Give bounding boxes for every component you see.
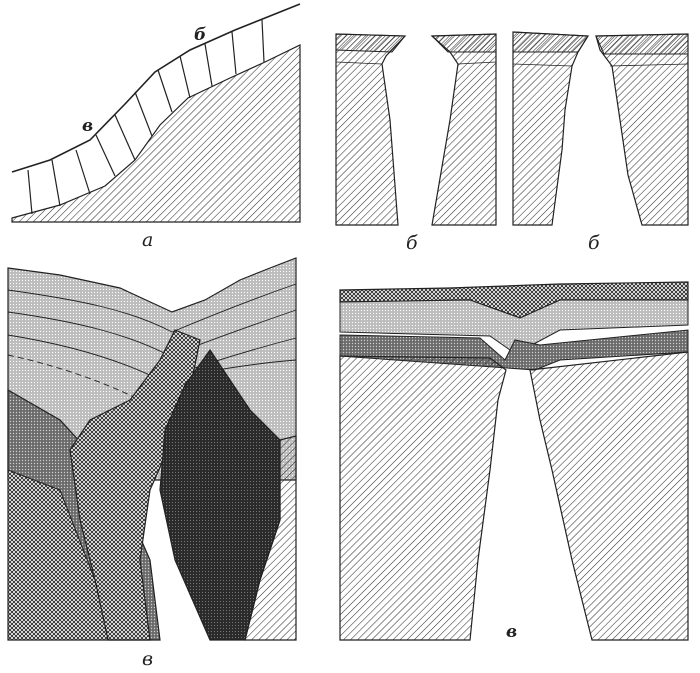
- panel-v1-right-rock: [244, 435, 297, 641]
- panel-v2-right-block: [529, 351, 689, 641]
- panel-b2-caption: б: [588, 232, 600, 254]
- panel-b1: б: [335, 33, 497, 254]
- panel-v2-left-block: [339, 355, 507, 641]
- panel-b1-caption: б: [406, 232, 418, 254]
- panel-a-label-v: в: [82, 116, 93, 136]
- panel-b1-right-pillar: [430, 33, 497, 226]
- panel-v2-caption: в: [506, 622, 517, 642]
- panel-v1-dark-lens: [159, 348, 281, 641]
- panel-a-label-b: б: [194, 25, 206, 45]
- panel-a-caption: а: [142, 229, 153, 251]
- panel-a-cover-surface: [11, 3, 301, 173]
- panel-v2: в: [339, 281, 689, 642]
- panel-b2: б: [512, 31, 689, 254]
- panel-v1: в: [7, 257, 297, 670]
- panel-b2-left-block: [512, 31, 590, 226]
- panel-a-blocks: [27, 19, 265, 215]
- panel-b2-right-block: [595, 33, 689, 226]
- panel-a-bedrock: [11, 44, 301, 223]
- panel-v1-caption: в: [142, 648, 153, 670]
- panel-a: б в а: [11, 3, 301, 251]
